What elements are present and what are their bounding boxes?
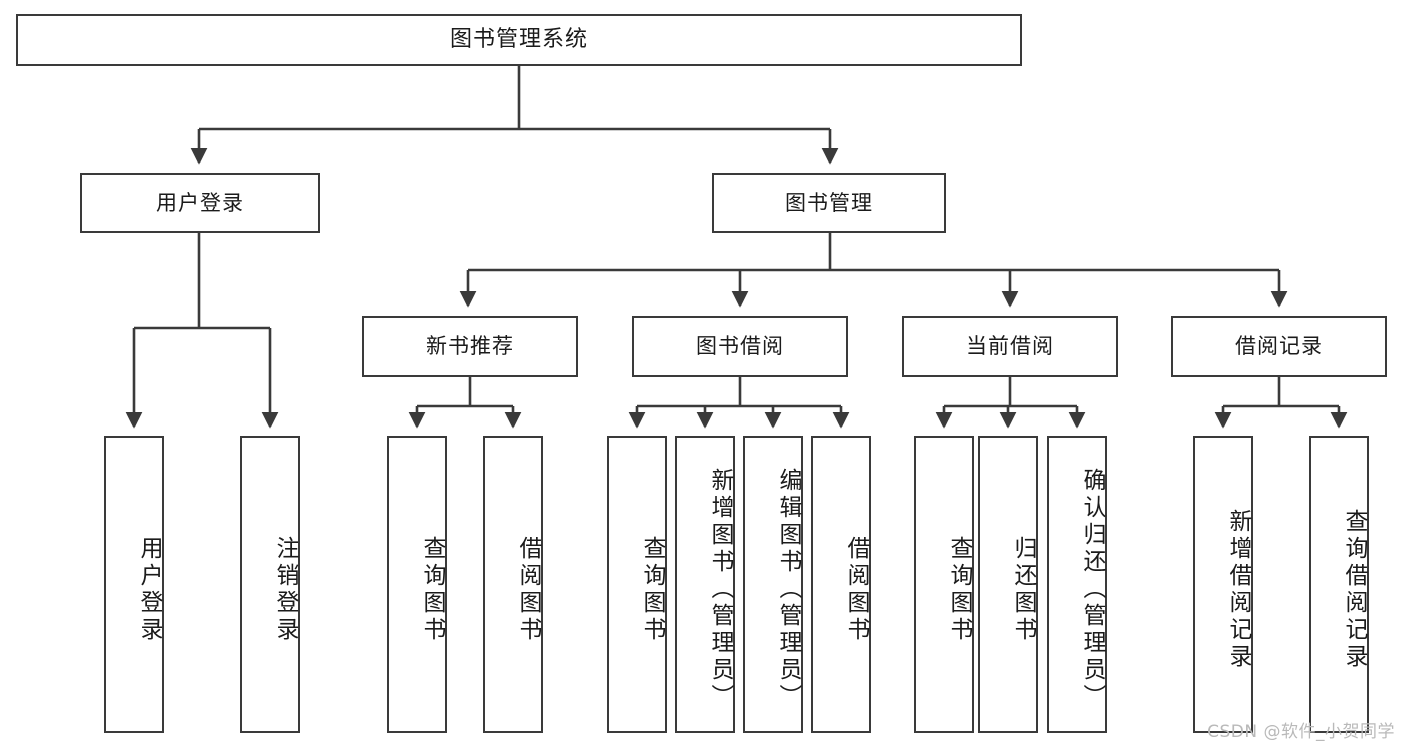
node-borrow-record[interactable]: 借阅记录	[1171, 316, 1387, 377]
node-label: 确认归还（管理员）	[1079, 468, 1105, 711]
node-label: 图书管理系统	[449, 27, 588, 53]
node-label: 查询图书	[946, 535, 972, 644]
leaf-new-book-query[interactable]: 查询图书	[387, 436, 447, 733]
node-new-book-recommend[interactable]: 新书推荐	[362, 316, 578, 377]
node-label: 新书推荐	[426, 334, 514, 359]
node-label: 借阅图书	[515, 535, 541, 644]
leaf-book-borrow-query[interactable]: 查询图书	[607, 436, 667, 733]
leaf-book-borrow-edit[interactable]: 编辑图书（管理员）	[743, 436, 803, 733]
leaf-borrow-record-query[interactable]: 查询借阅记录	[1309, 436, 1369, 733]
node-label: 编辑图书（管理员）	[775, 468, 801, 711]
node-label: 用户登录	[156, 190, 244, 215]
leaf-book-borrow-add[interactable]: 新增图书（管理员）	[675, 436, 735, 733]
node-label: 借阅记录	[1235, 334, 1323, 359]
node-current-borrow[interactable]: 当前借阅	[902, 316, 1118, 377]
node-label: 查询借阅记录	[1341, 508, 1367, 671]
node-label: 新增借阅记录	[1225, 508, 1251, 671]
node-label: 查询图书	[639, 535, 665, 644]
node-book-management[interactable]: 图书管理	[712, 173, 946, 233]
leaf-user-login-signin[interactable]: 用户登录	[104, 436, 164, 733]
leaf-new-book-borrow[interactable]: 借阅图书	[483, 436, 543, 733]
node-label: 新增图书（管理员）	[707, 468, 733, 711]
node-book-borrow[interactable]: 图书借阅	[632, 316, 848, 377]
leaf-current-borrow-query[interactable]: 查询图书	[914, 436, 974, 733]
node-root-system[interactable]: 图书管理系统	[16, 14, 1022, 66]
node-label: 归还图书	[1010, 535, 1036, 644]
node-label: 注销登录	[272, 535, 298, 644]
leaf-user-login-signout[interactable]: 注销登录	[240, 436, 300, 733]
node-label: 图书借阅	[696, 334, 784, 359]
node-label: 借阅图书	[843, 535, 869, 644]
node-label: 图书管理	[785, 190, 873, 215]
leaf-current-borrow-return[interactable]: 归还图书	[978, 436, 1038, 733]
node-label: 用户登录	[136, 535, 162, 644]
node-label: 当前借阅	[966, 334, 1054, 359]
leaf-book-borrow-borrow[interactable]: 借阅图书	[811, 436, 871, 733]
node-label: 查询图书	[419, 535, 445, 644]
leaf-borrow-record-add[interactable]: 新增借阅记录	[1193, 436, 1253, 733]
node-user-login[interactable]: 用户登录	[80, 173, 320, 233]
leaf-current-borrow-confirm-return[interactable]: 确认归还（管理员）	[1047, 436, 1107, 733]
